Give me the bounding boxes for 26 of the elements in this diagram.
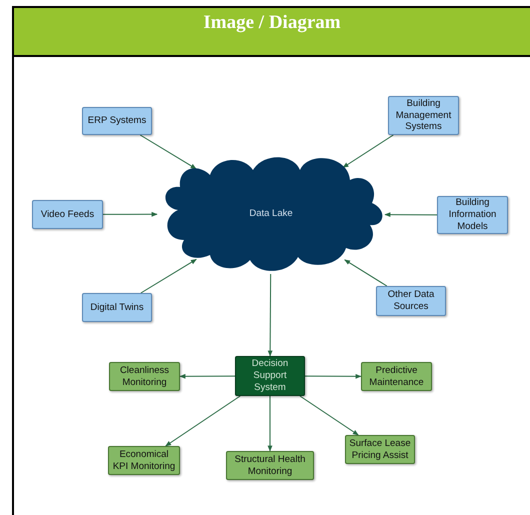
arrow [384, 212, 438, 217]
decision-box: Decision Support System [235, 356, 305, 396]
source-box: ERP Systems [82, 107, 152, 135]
arrow [268, 274, 273, 357]
arrow [165, 396, 241, 446]
source-box: Digital Twins [82, 293, 152, 322]
output-box: Structural Health Monitoring [226, 451, 314, 480]
output-box: Predictive Maintenance [361, 362, 432, 391]
arrow [140, 134, 197, 170]
title: Image / Diagram [202, 12, 342, 34]
source-box: Other Data Sources [376, 286, 446, 316]
output-box: Cleanliness Monitoring [109, 362, 180, 391]
output-box: Economical KPI Monitoring [108, 446, 180, 475]
arrow [344, 259, 388, 286]
arrow [299, 396, 359, 436]
source-box: Video Feeds [32, 200, 103, 229]
arrow [179, 374, 236, 379]
source-box: Building Management Systems [388, 96, 459, 135]
source-box: Building Information Models [437, 196, 508, 234]
arrow [140, 258, 197, 294]
arrow [342, 134, 394, 168]
arrow [304, 374, 362, 379]
node-label: Data Lake [249, 208, 293, 220]
arrow [102, 212, 158, 217]
output-box: Surface Lease Pricing Assist [345, 435, 415, 464]
arrow [268, 396, 272, 452]
